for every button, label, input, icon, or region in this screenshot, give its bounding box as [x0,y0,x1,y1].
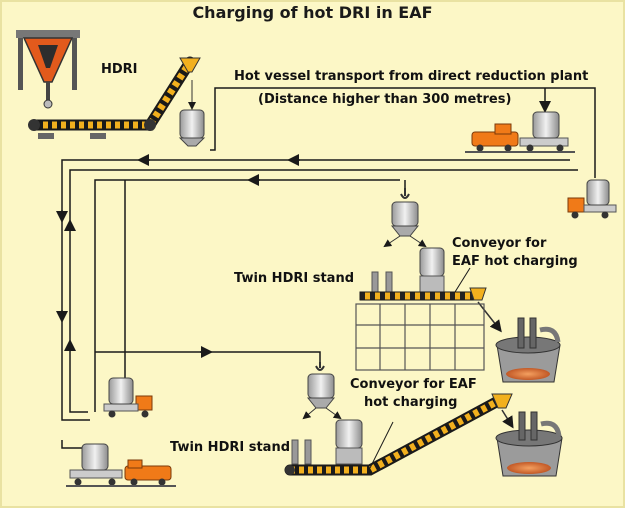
label-transport: Hot vessel transport from direct reducti… [234,69,589,84]
support-structure-icon [355,303,485,371]
truck-vessel-icon [567,179,617,219]
hanging-vessel-icon [383,201,427,248]
eaf-top-icon [495,317,561,383]
rail-transport-vessel-icon [465,111,575,153]
label-conveyor-top-line2: EAF hot charging [452,254,578,269]
rail-left-icon [66,443,176,487]
label-pointer-bottom [369,421,394,469]
label-conveyor-bottom-line1: Conveyor for EAF [350,377,477,392]
twin-hdri-stand-bottom-icon [291,419,363,465]
eaf-bottom-icon [495,411,563,477]
twin-hdri-stand-top-icon [371,247,445,295]
label-hdri: HDRI [101,62,138,77]
bottom-charging-conveyor-icon [284,393,514,476]
crane-hook-icon [400,188,410,199]
hot-vessel-icon [178,80,206,147]
hdri-conveyor-icon [28,56,201,139]
label-twin-stand-top: Twin HDRI stand [234,271,355,286]
top-charging-conveyor-icon [359,287,502,333]
label-twin-stand-bottom: Twin HDRI stand [170,440,291,455]
label-conveyor-bottom-line2: hot charging [364,395,458,410]
label-conveyor-top-line1: Conveyor for [452,236,547,251]
hanging-vessel-bottom-icon [302,373,342,420]
label-pointer-top [454,267,471,293]
diagram-title: Charging of hot DRI in EAF [192,3,433,22]
label-distance: (Distance higher than 300 metres) [258,92,512,107]
hdri-reactor-icon [16,30,80,109]
truck-left-icon [103,377,153,418]
crane-hook-bottom-icon [315,362,325,371]
transport-route-lines [56,87,596,449]
